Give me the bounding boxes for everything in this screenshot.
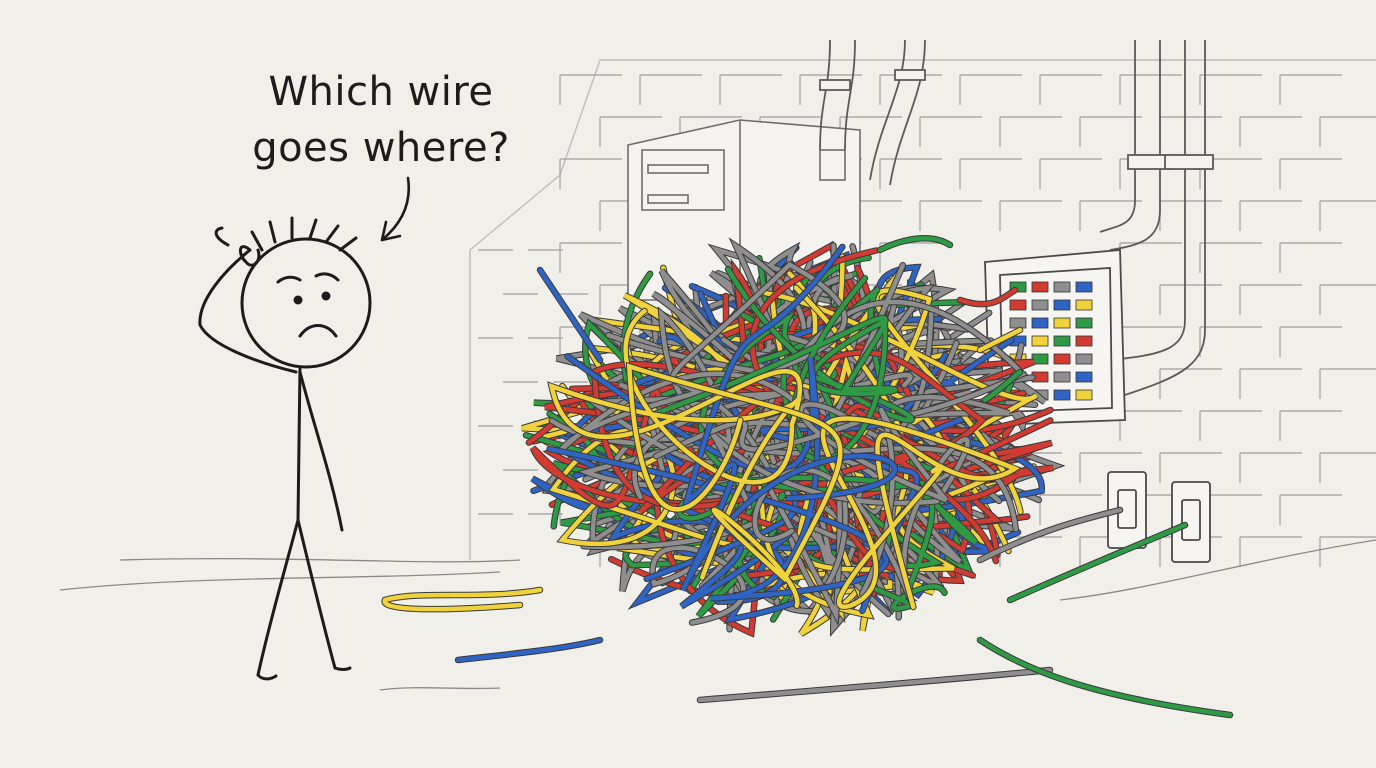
tangled-wires-icon (381, 235, 1234, 719)
speech-caption: Which wire goes where? (236, 64, 526, 176)
conduit-pipes (819, 39, 1214, 401)
caption-line-1: Which wire (268, 69, 494, 115)
confused-stick-figure-icon (198, 216, 372, 681)
caption-line-2: goes where? (252, 125, 510, 171)
arrow-icon (380, 176, 411, 242)
floor-line (59, 539, 1376, 691)
server-cabinet-icon (627, 119, 861, 301)
